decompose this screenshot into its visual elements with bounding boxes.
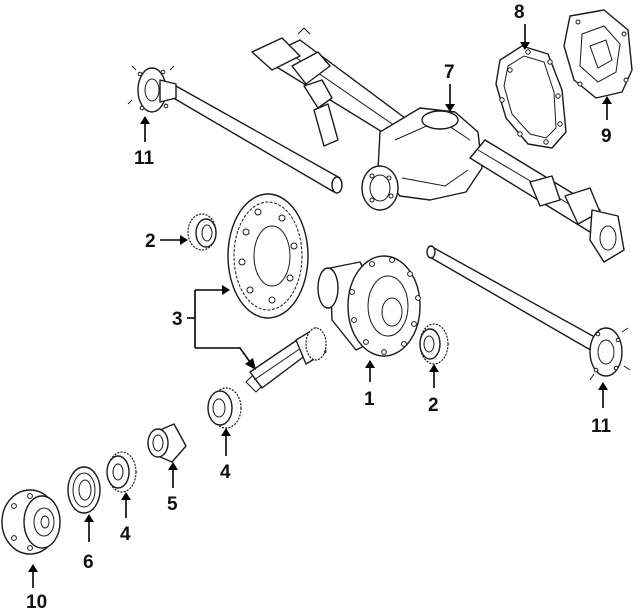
callout-2-left: 2	[145, 231, 188, 252]
callout-6: 6	[83, 514, 94, 573]
axle-shaft-right	[426, 245, 631, 381]
differential-case	[317, 255, 421, 357]
svg-text:11: 11	[591, 416, 612, 437]
pinion-bearing-inner	[207, 387, 242, 429]
svg-text:3: 3	[172, 309, 183, 330]
callout-10: 8	[514, 2, 530, 50]
svg-text:5: 5	[167, 494, 178, 515]
svg-text:9: 9	[601, 126, 612, 147]
callout-11-right: 11	[591, 382, 612, 437]
callout-4-outer: 4	[120, 492, 131, 545]
svg-text:4: 4	[220, 462, 231, 483]
svg-text:2: 2	[428, 395, 439, 416]
crush-sleeve	[147, 423, 187, 463]
cover-gasket	[495, 45, 567, 149]
svg-text:6: 6	[83, 552, 94, 573]
callout-9: 9	[601, 96, 612, 147]
svg-text:2: 2	[145, 231, 156, 252]
side-bearing-right	[419, 323, 449, 365]
callout-4-inner: 4	[220, 428, 231, 483]
ring-gear	[227, 193, 309, 319]
pinion-seal	[67, 466, 101, 514]
differential-cover	[563, 9, 633, 99]
svg-text:1: 1	[364, 389, 375, 410]
svg-text:4: 4	[120, 524, 131, 545]
callout-1: 1	[364, 360, 375, 410]
axle-shaft-left	[127, 65, 343, 194]
callout-5: 5	[167, 462, 178, 515]
svg-text:7: 7	[444, 62, 455, 83]
callout-8: 7	[444, 62, 455, 112]
pinion-bearing-outer	[106, 451, 137, 493]
svg-text:10: 10	[26, 592, 47, 610]
pinion-gear	[245, 327, 327, 393]
side-bearing-left	[187, 213, 217, 251]
callout-11-left: 11	[134, 116, 155, 169]
callout-2-right: 2	[428, 364, 439, 416]
axle-housing	[251, 27, 625, 263]
callout-7: 10	[26, 564, 47, 610]
callout-3: 3	[172, 285, 256, 370]
companion-flange	[1, 489, 61, 555]
svg-text:11: 11	[134, 148, 155, 169]
svg-text:8: 8	[514, 2, 525, 23]
